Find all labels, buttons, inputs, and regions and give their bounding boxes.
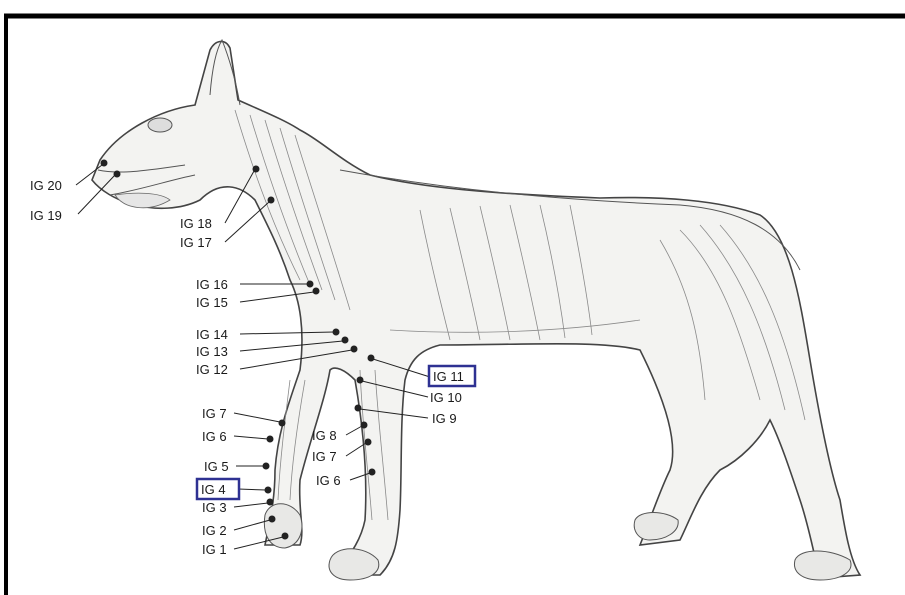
label-ig8-right: IG 8: [312, 428, 337, 443]
label-ig15: IG 15: [196, 295, 228, 310]
label-ig12: IG 12: [196, 362, 228, 377]
point-ig14: [333, 329, 340, 336]
label-ig4: IG 4: [201, 482, 226, 497]
label-ig7-right: IG 7: [312, 449, 337, 464]
point-ig7-left: [279, 420, 286, 427]
point-ig13: [342, 337, 349, 344]
label-ig9: IG 9: [432, 411, 457, 426]
label-ig11: IG 11: [433, 369, 464, 384]
dog-eye: [148, 118, 172, 132]
label-ig1: IG 1: [202, 542, 227, 557]
point-ig1: [282, 533, 289, 540]
point-ig2: [269, 516, 276, 523]
point-ig8: [361, 422, 368, 429]
point-ig12: [351, 346, 358, 353]
point-ig10: [357, 377, 364, 384]
point-ig19: [114, 171, 121, 178]
label-ig17: IG 17: [180, 235, 212, 250]
label-ig16: IG 16: [196, 277, 228, 292]
point-ig16: [307, 281, 314, 288]
point-ig9: [355, 405, 362, 412]
point-ig5: [263, 463, 270, 470]
label-ig10: IG 10: [430, 390, 462, 405]
point-ig15: [313, 288, 320, 295]
label-ig5: IG 5: [204, 459, 229, 474]
label-ig18: IG 18: [180, 216, 212, 231]
label-ig6-left: IG 6: [202, 429, 227, 444]
label-ig19: IG 19: [30, 208, 62, 223]
label-ig3: IG 3: [202, 500, 227, 515]
point-ig4: [265, 487, 272, 494]
point-ig6-right: [369, 469, 376, 476]
point-ig11: [368, 355, 375, 362]
point-ig17: [268, 197, 275, 204]
point-ig20: [101, 160, 108, 167]
label-ig13: IG 13: [196, 344, 228, 359]
label-ig20: IG 20: [30, 178, 62, 193]
label-ig7-left: IG 7: [202, 406, 227, 421]
point-ig6-left: [267, 436, 274, 443]
label-ig2: IG 2: [202, 523, 227, 538]
label-ig6-right: IG 6: [316, 473, 341, 488]
label-ig14: IG 14: [196, 327, 228, 342]
point-ig3: [267, 499, 274, 506]
point-ig7-right: [365, 439, 372, 446]
front-left-paw: [264, 504, 301, 548]
point-ig18: [253, 166, 260, 173]
